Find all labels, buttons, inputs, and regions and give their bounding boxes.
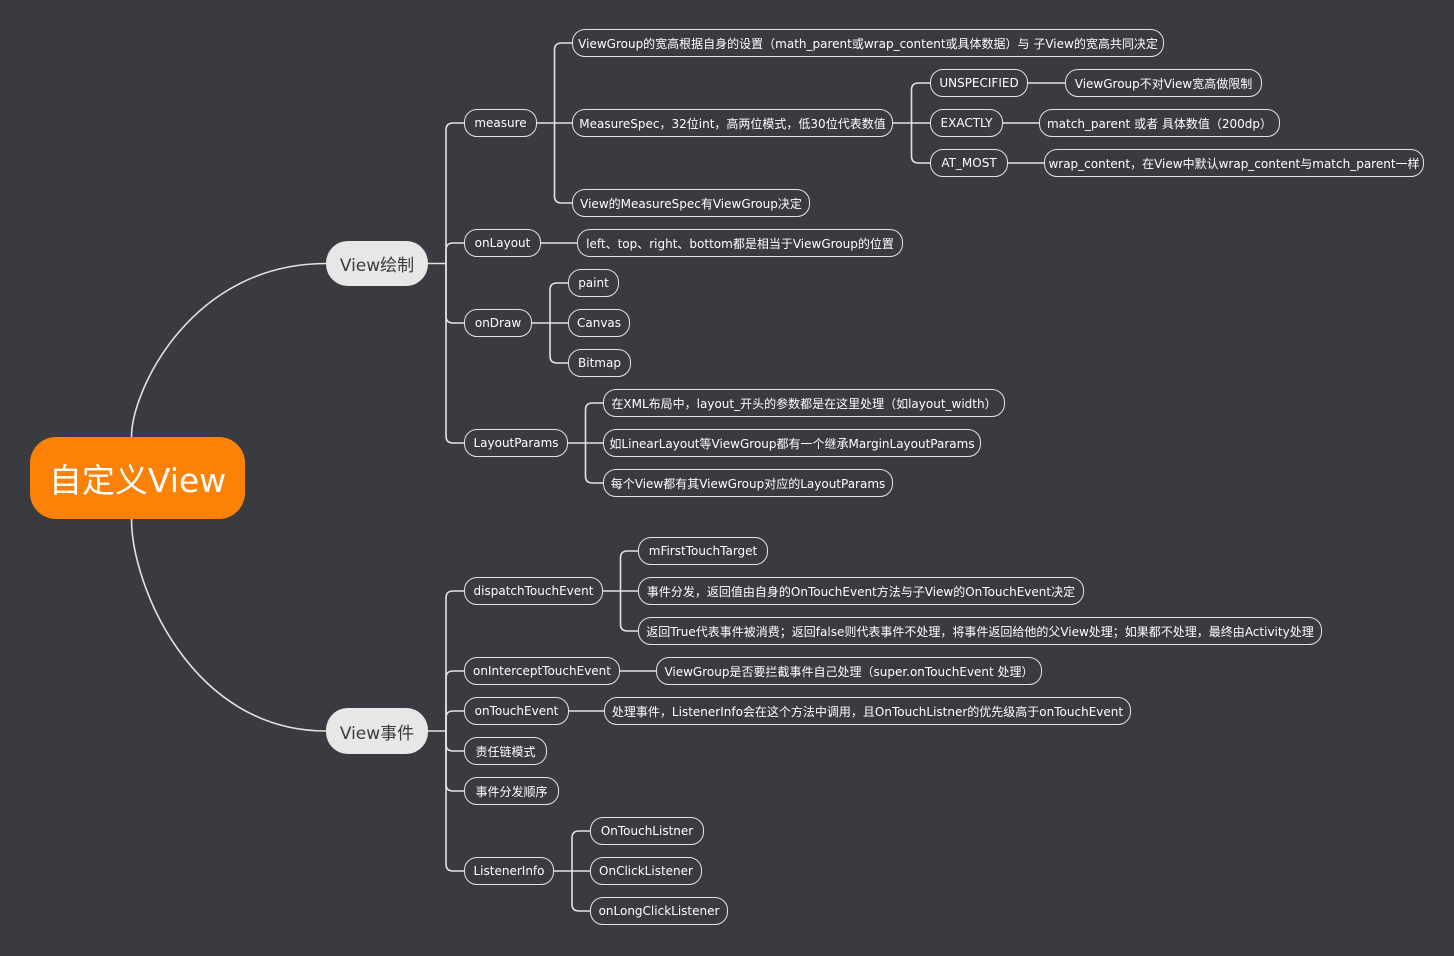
topic-node-m1[interactable]: ViewGroup的宽高根据自身的设置（math_parent或wrap_con… <box>572 29 1164 57</box>
topic-node-order[interactable]: 事件分发顺序 <box>464 777 559 805</box>
topic-node-ondraw[interactable]: onDraw <box>464 309 532 337</box>
connector-m2-link-ms1 <box>910 82 930 123</box>
connector-measure-link-m3 <box>553 123 572 204</box>
topic-node-chain[interactable]: 责任链模式 <box>464 737 547 765</box>
connector-dispatch-link-d1 <box>619 550 638 591</box>
connector-m2-link-ms3 <box>910 123 930 164</box>
topic-node-ol1[interactable]: left、top、right、bottom都是相当于ViewGroup的位置 <box>577 229 903 257</box>
connector-b1-link-onlayout <box>445 242 464 264</box>
connector-b1-link-measure <box>445 122 464 264</box>
topic-node-m3[interactable]: View的MeasureSpec有ViewGroup决定 <box>572 189 810 217</box>
branch-node-b1[interactable]: View绘制 <box>326 241 428 286</box>
topic-node-d2[interactable]: 事件分发，返回值由自身的OnTouchEvent方法与子View的OnTouch… <box>638 577 1084 605</box>
topic-node-d1[interactable]: mFirstTouchTarget <box>638 537 768 565</box>
topic-node-t1[interactable]: 处理事件，ListenerInfo会在这个方法中调用，且OnTouchListn… <box>604 697 1131 725</box>
topic-node-i1[interactable]: ViewGroup是否要拦截事件自己处理（super.onTouchEvent … <box>656 657 1042 685</box>
connector-listener-link-li3 <box>571 871 590 912</box>
topic-node-ms1a[interactable]: ViewGroup不对View宽高做限制 <box>1065 69 1262 97</box>
topic-node-onlayout[interactable]: onLayout <box>464 229 541 257</box>
topic-node-listener[interactable]: ListenerInfo <box>464 857 554 885</box>
connector-b2-link-dispatch <box>445 590 464 731</box>
topic-node-od3[interactable]: Bitmap <box>568 349 631 377</box>
topic-node-ms1[interactable]: UNSPECIFIED <box>930 69 1028 97</box>
root-branch-curve-0 <box>130 262 327 438</box>
connector-layoutparams-link-lp1 <box>584 402 603 443</box>
connector-b1-link-ondraw <box>445 263 464 324</box>
connector-ondraw-link-od3 <box>549 323 568 364</box>
connector-b2-link-intercept <box>445 670 464 731</box>
connector-b1-link-layoutparams <box>445 263 464 444</box>
connector-b2-link-ontouch <box>445 710 464 731</box>
topic-node-measure[interactable]: measure <box>464 109 537 137</box>
topic-node-ms3[interactable]: AT_MOST <box>930 149 1008 177</box>
topic-node-ontouch[interactable]: onTouchEvent <box>464 697 569 725</box>
connector-b2-link-listener <box>445 731 464 872</box>
topic-node-ms2[interactable]: EXACTLY <box>930 109 1003 137</box>
topic-node-layoutparams[interactable]: LayoutParams <box>464 429 568 457</box>
topic-node-od2[interactable]: Canvas <box>568 309 630 337</box>
connector-layoutparams-link-lp3 <box>584 443 603 484</box>
connector-listener-link-li1 <box>571 830 590 871</box>
root-branch-curve-1 <box>130 518 327 732</box>
topic-node-dispatch[interactable]: dispatchTouchEvent <box>464 577 603 605</box>
topic-node-ms2a[interactable]: match_parent 或者 具体数值（200dp） <box>1039 109 1280 137</box>
topic-node-intercept[interactable]: onInterceptTouchEvent <box>464 657 620 685</box>
topic-node-m2[interactable]: MeasureSpec，32位int，高两位模式，低30位代表数值 <box>572 109 893 137</box>
topic-node-od1[interactable]: paint <box>568 269 619 297</box>
connector-measure-link-m1 <box>553 42 572 123</box>
topic-node-lp1[interactable]: 在XML布局中，layout_开头的参数都是在这里处理（如layout_widt… <box>603 389 1005 417</box>
topic-node-li2[interactable]: OnClickListener <box>590 857 702 885</box>
connector-b2-link-order <box>445 731 464 792</box>
topic-node-li3[interactable]: onLongClickListener <box>590 897 728 925</box>
connector-ondraw-link-od1 <box>549 282 568 323</box>
branch-node-b2[interactable]: View事件 <box>326 708 428 754</box>
topic-node-lp3[interactable]: 每个View都有其ViewGroup对应的LayoutParams <box>603 469 893 497</box>
topic-node-lp2[interactable]: 如LinearLayout等ViewGroup都有一个继承MarginLayou… <box>603 429 981 457</box>
connector-b2-link-chain <box>445 731 464 752</box>
topic-node-d3[interactable]: 返回True代表事件被消费；返回false则代表事件不处理，将事件返回给他的父V… <box>638 617 1322 645</box>
topic-node-ms3a[interactable]: wrap_content，在View中默认wrap_content与match_… <box>1044 149 1424 177</box>
topic-node-li1[interactable]: OnTouchListner <box>590 817 704 845</box>
connector-dispatch-link-d3 <box>619 591 638 632</box>
root-topic-node[interactable]: 自定义View <box>30 437 245 519</box>
